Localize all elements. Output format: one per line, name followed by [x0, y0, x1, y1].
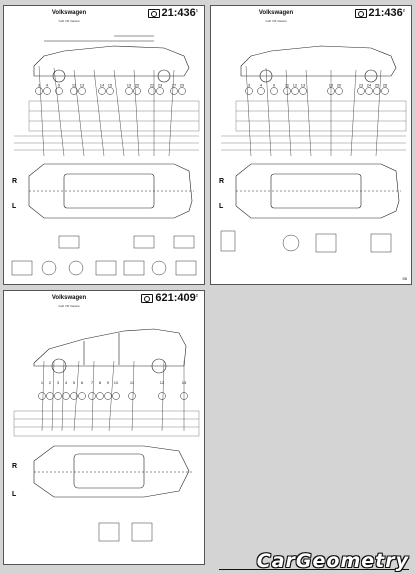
point-label: 5 [73, 380, 76, 385]
logo-underline [219, 569, 409, 570]
code-number: 21:436 [161, 7, 196, 19]
point-label: 13 [80, 83, 85, 88]
page-number: 55 [402, 276, 407, 281]
point-number-row: 3 4 9 11 13 14 15 19 20 22 23 27 29 [35, 83, 186, 95]
sheet-code: 21:4362 [354, 7, 405, 19]
top-view [28, 163, 194, 219]
camera-icon [354, 8, 367, 18]
top-view [33, 445, 192, 498]
point-label: 3 [38, 83, 41, 88]
side-view [240, 45, 397, 83]
side-label-left: L [12, 491, 17, 498]
body-dimension-drawing: 3 4 9 11 13 14 15 19 20 22 23 27 29 [11, 35, 200, 276]
point-label: 8 [99, 380, 102, 385]
side-label-left: L [12, 203, 17, 210]
point-label: 19 [127, 83, 132, 88]
point-label: 12 [160, 380, 165, 385]
side-view [33, 35, 190, 83]
point-label: 4 [260, 83, 263, 88]
point-label: 10 [114, 380, 119, 385]
detail-icons [220, 230, 392, 253]
point-label: 3 [248, 83, 251, 88]
side-label-left: L [219, 203, 224, 210]
leader-lines [38, 65, 175, 157]
model-subtitle: Golf VIII Variant [265, 19, 287, 23]
camera-icon [147, 8, 160, 18]
point-label: 23 [158, 83, 163, 88]
point-label: 20 [337, 83, 342, 88]
point-label: 1 [41, 380, 44, 385]
sheet-code: 21:4361 [147, 7, 198, 19]
point-label: 6 [81, 380, 84, 385]
point-label: 22 [150, 83, 155, 88]
point-label: 12 [293, 83, 298, 88]
point-label: 26 [383, 83, 388, 88]
point-label: 19 [329, 83, 334, 88]
dimension-table [13, 410, 200, 437]
point-label: 23 [359, 83, 364, 88]
point-label: 2 [49, 380, 52, 385]
model-subtitle: Golf VIII Variant [58, 19, 80, 23]
point-label: 27 [172, 83, 177, 88]
point-label: 24 [367, 83, 372, 88]
point-label: 14 [100, 83, 105, 88]
leader-lines [41, 360, 185, 432]
dimension-table [14, 100, 200, 151]
point-label: 25 [375, 83, 380, 88]
point-label: 9 [107, 380, 110, 385]
point-label: 29 [180, 83, 185, 88]
point-label: 20 [135, 83, 140, 88]
point-label: 11 [72, 83, 77, 88]
code-number: 621:409 [155, 292, 196, 304]
brand-title: Volkswagen [258, 10, 294, 16]
point-label: 13 [301, 83, 306, 88]
code-number: 21:436 [368, 7, 403, 19]
detail-icons [98, 522, 153, 542]
diagram-sheet-3: Volkswagen Golf VIII Variant 621:4092 [3, 290, 205, 565]
point-number-row: 3 4 9 11 12 13 19 20 23 24 25 26 [245, 83, 389, 95]
point-label: 7 [91, 380, 94, 385]
leader-lines [245, 65, 382, 157]
diagram-sheet-2: Volkswagen Golf VIII Variant 21:4362 3 4… [210, 5, 412, 285]
point-number-row: 1 2 3 4 5 6 7 8 9 10 11 12 13 [38, 380, 188, 400]
camera-icon [141, 293, 154, 303]
detail-icons [11, 235, 197, 276]
brand-title: Volkswagen [51, 10, 87, 16]
model-subtitle: Golf VIII Variant [58, 304, 80, 308]
point-label: 9 [58, 83, 61, 88]
point-label: 4 [46, 83, 49, 88]
code-sup: 2 [402, 7, 405, 13]
top-view [235, 163, 401, 219]
point-label: 4 [65, 380, 68, 385]
body-dimension-drawing: 3 4 9 11 12 13 19 20 23 24 25 26 [219, 45, 407, 253]
sheet-code: 621:4092 [141, 292, 198, 304]
point-label: 11 [285, 83, 290, 88]
side-label-right: R [12, 463, 17, 470]
diagram-sheet-1: Volkswagen Golf VIII Variant 21:4361 [3, 5, 205, 285]
side-view [33, 328, 187, 374]
point-label: 13 [182, 380, 187, 385]
dimension-table [221, 100, 407, 151]
point-label: 3 [57, 380, 60, 385]
code-sup: 1 [195, 7, 198, 13]
brand-title: Volkswagen [51, 295, 87, 301]
point-label: 15 [108, 83, 113, 88]
point-label: 11 [130, 380, 135, 385]
side-label-right: R [219, 178, 224, 185]
body-dimension-drawing: 1 2 3 4 5 6 7 8 9 10 11 12 13 R [12, 328, 200, 542]
code-sup: 2 [195, 292, 198, 298]
point-label: 9 [273, 83, 276, 88]
cargeometry-logo: CarGeometry [256, 550, 409, 572]
side-label-right: R [12, 178, 17, 185]
